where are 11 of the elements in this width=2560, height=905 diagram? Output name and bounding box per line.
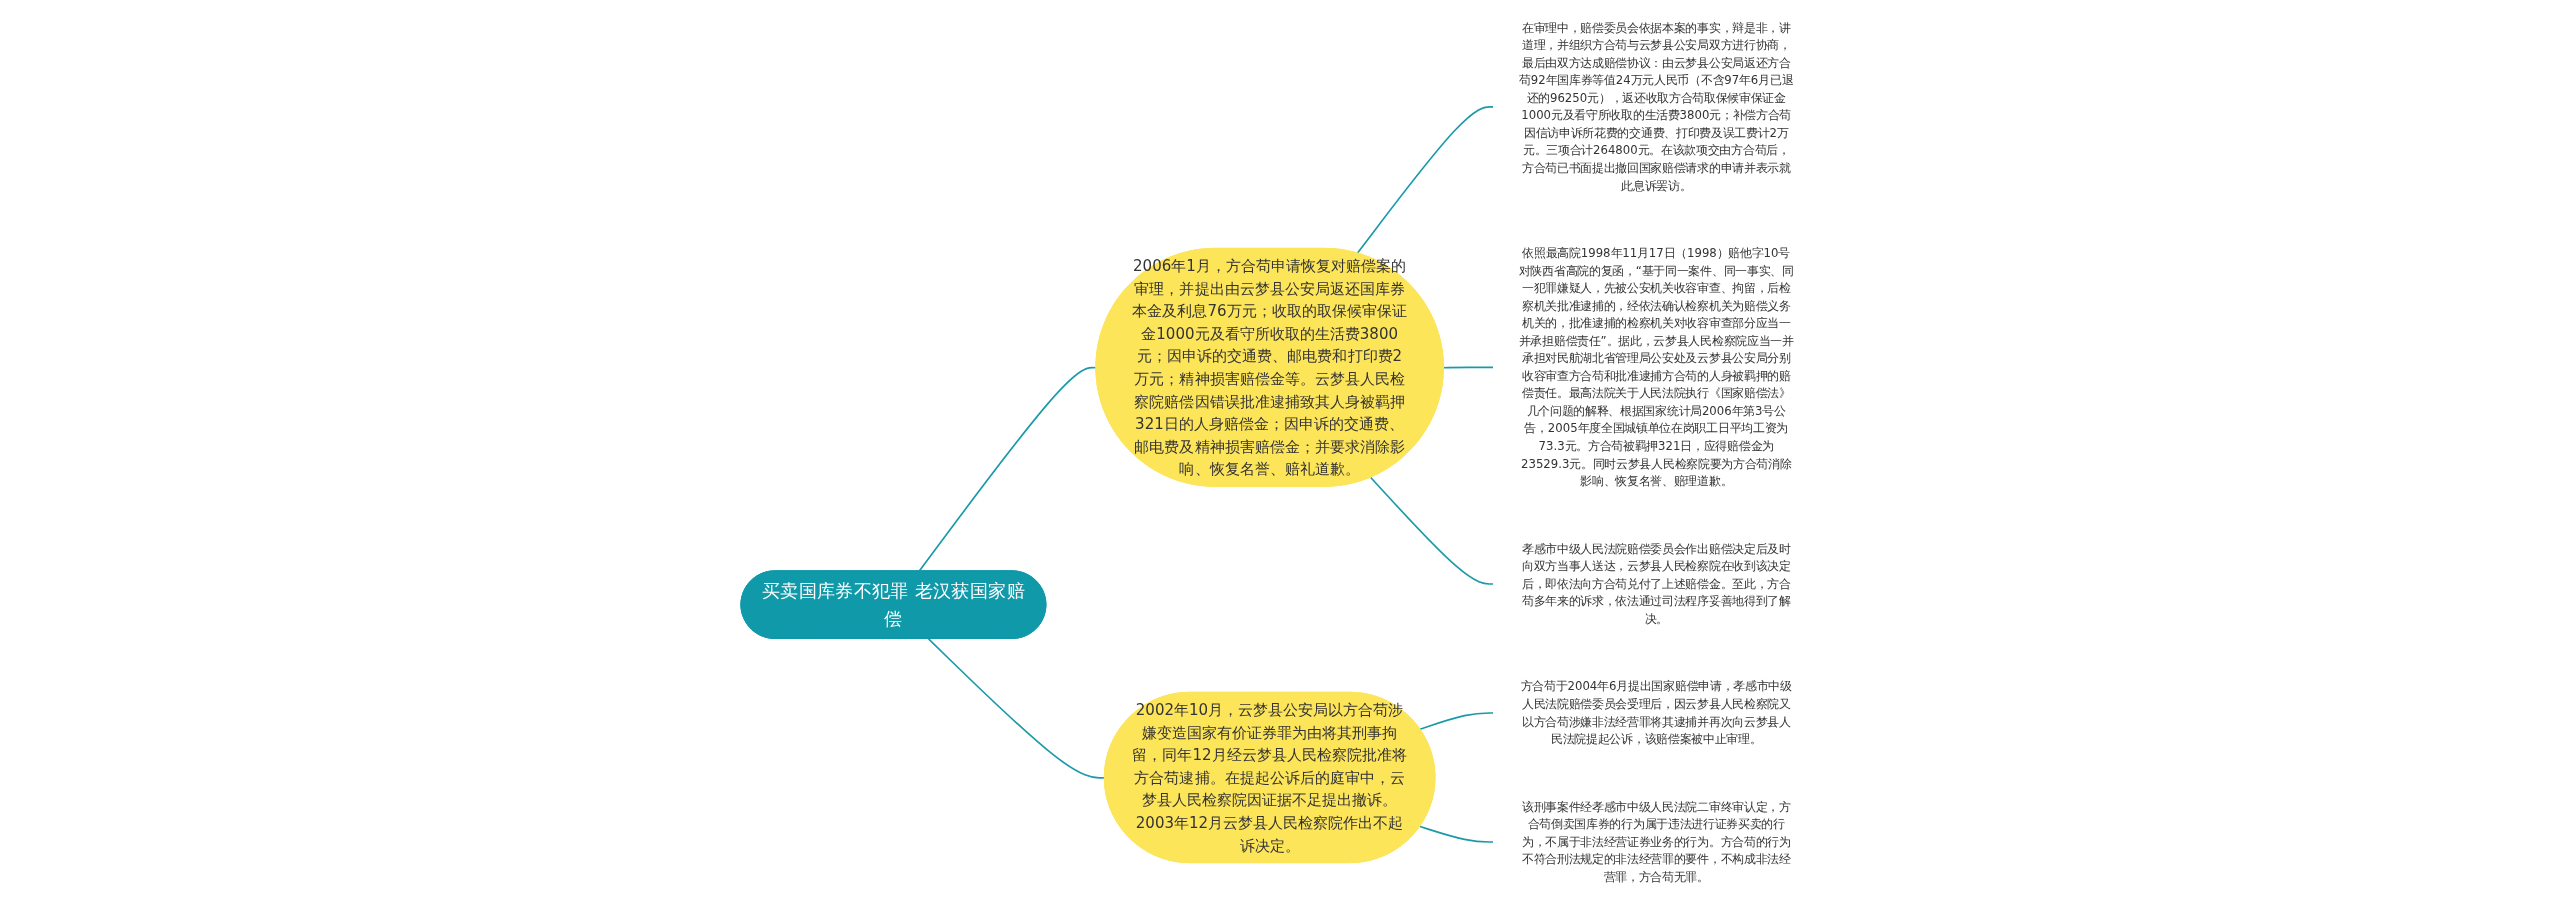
- node-text: 在审理中，赔偿委员会依据本案的事实，辩是非，讲道理，并组织方合苟与云梦县公安局双方进行协商，最后由双方达成赔偿协议：由云梦县公安局返还方合苟92年国库券等值24万元人民币（不含97年6月已退还的96250元），返还收取方合苟取保候审保证金1000元及看守所收取的生活费3800元；补偿方合苟因信访申诉所花费的交通费、打印费及误工费计2万元。三项合计264800元。在该款项交由方合苟后，方合苟已书面提出撤回国家赔偿请求的申请并表示就此息诉罢访。: [1519, 20, 1794, 193]
- connector: [1442, 366, 1495, 369]
- node-text: 孝感市中级人民法院赔偿委员会作出赔偿决定后及时向双方当事人送达，云梦县人民检察院在收到该决定后，即依法向方合苟兑付了上述赔偿金。至此，方合苟多年来的诉求，依法通过司法程序妥善地得到了解决。: [1521, 541, 1791, 626]
- connector: [1419, 825, 1495, 843]
- node-text: 方合苟于2004年6月提出国家赔偿申请，孝感市中级人民法院赔偿委员会受理后，因云梦县人民检察院又以方合苟涉嫌非法经营罪将其逮捕并再次向云梦县人民法院提起公诉，该赔偿案被中止审理。: [1520, 679, 1792, 746]
- connector: [927, 638, 1106, 779]
- connector: [1356, 106, 1495, 255]
- connector: [1419, 712, 1495, 731]
- node-text: 该刑事案件经孝感市中级人民法院二审终审认定，方合苟倒卖国库券的行为属于违法进行证券买卖的行为，不属于非法经营证券业务的行为。方合苟的行为不符合刑法规定的非法经营罪的要件，不构成非法经营罪，方合苟无罪。: [1521, 799, 1791, 884]
- connector: [1369, 476, 1495, 585]
- node-text: 依照最高院1998年11月17日（1998）赔他字10号对陕西省高院的复函，“基于同一案件、同一事实、同一犯罪嫌疑人，先被公安机关收容审查、拘留，后检察机关批准逮捕的，经依法确认检察机关为赔偿义务机关的，批准逮捕的检察机关对收容审查部分应当一并承担赔偿责任”。据此，云梦县人民检察院应当一并承担对民航湖北省管理局公安处及云梦县公安局分别收容审查方合苟和批准逮捕方合苟的人身被羁押的赔偿责任。最高法院关于人民法院执行《国家赔偿法》几个问题的解释、根据国家统计局2006年第3号公告，2005年度全国城镇单位在岗职工日平均工资为73.3元。方合苟被羁押321日，应得赔偿金为23529.3元。同时云梦县人民检察院要为方合苟消除影响、恢复名誉、赔理道歉。: [1518, 246, 1794, 488]
